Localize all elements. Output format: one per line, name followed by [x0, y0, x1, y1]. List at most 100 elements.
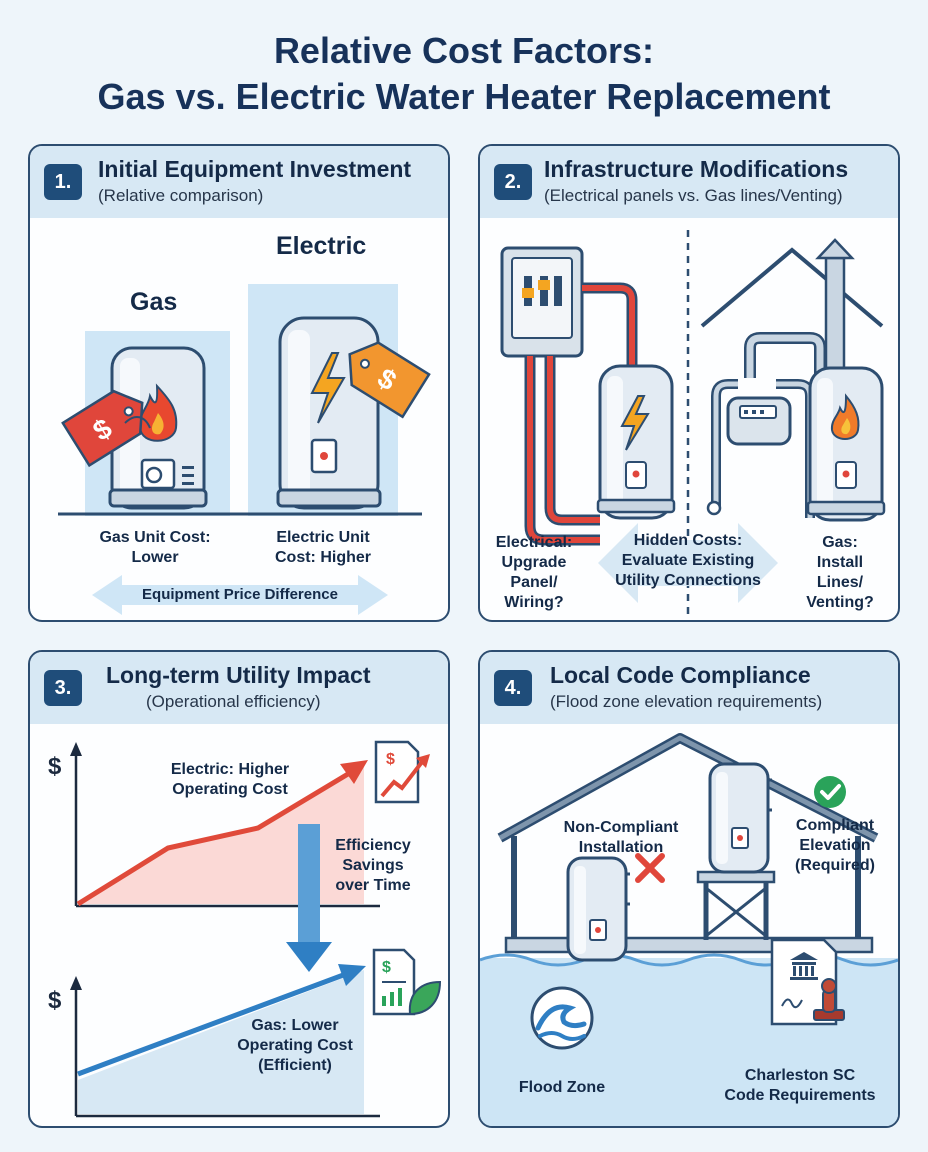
electric-cost-line	[76, 771, 350, 907]
vent-pipe-icon	[815, 238, 855, 370]
electric-cost-line-1: Electric Unit	[276, 529, 370, 546]
panel-title: Initial Equipment Investment	[98, 156, 412, 182]
panel-body: $ $ Gas Electric	[30, 218, 448, 620]
x-mark-icon	[635, 853, 665, 883]
compliant-heater-icon	[708, 762, 772, 874]
savings-line-1: Efficiency	[335, 837, 411, 854]
panel-header: 3. Long-term Utility Impact (Operational…	[30, 652, 448, 724]
electric-higher-cost-label: Electric: Higher Operating Cost	[150, 760, 310, 800]
panel-utility-impact: 3. Long-term Utility Impact (Operational…	[28, 650, 450, 1128]
code-line-2: Code Requirements	[724, 1087, 876, 1104]
electric-cost-line-2: Cost: Higher	[275, 549, 371, 566]
panel-subtitle: (Relative comparison)	[98, 186, 264, 205]
panel-number: 2.	[494, 164, 532, 200]
infrastructure-illustration	[500, 230, 886, 618]
flood-zone-label: Flood Zone	[518, 1079, 606, 1096]
panel-number: 3.	[44, 670, 82, 706]
electric-line-1: Electric: Higher	[170, 761, 290, 778]
electrical-upgrade-label: Electrical: Upgrade Panel/ Wiring?	[484, 533, 584, 613]
compliant-line-2: Elevation	[799, 837, 871, 854]
gas-label: Gas	[130, 288, 178, 316]
electrical-line-1: Electrical:	[495, 534, 573, 551]
hidden-line-3: Utility Connections	[615, 572, 761, 589]
check-mark-icon	[814, 776, 846, 808]
gas-water-heater-icon	[108, 346, 208, 510]
electric-axis-symbol: $	[48, 753, 62, 780]
gas-line-2: Install	[816, 554, 864, 571]
elevated-platform-icon	[696, 870, 776, 940]
gas-water-heater-icon	[806, 366, 886, 522]
code-requirements-label: Charleston SC Code Requirements	[710, 1066, 890, 1106]
page-title: Relative Cost Factors: Gas vs. Electric …	[0, 28, 928, 120]
panel-body: Electrical: Upgrade Panel/ Wiring? Hidde…	[480, 218, 898, 620]
gas-axis-symbol: $	[48, 987, 62, 1014]
panel-header: 2. Infrastructure Modifications (Electri…	[480, 146, 898, 218]
noncompliant-line-2: Installation	[578, 839, 664, 856]
electrical-line-2: Upgrade	[501, 554, 567, 571]
panel-code-compliance: 4. Local Code Compliance (Flood zone ele…	[478, 650, 900, 1128]
panel-subtitle: (Flood zone elevation requirements)	[550, 692, 823, 711]
panel-number: 4.	[494, 670, 532, 706]
approval-stamp-icon	[813, 978, 845, 1021]
gas-line-2: Operating Cost	[237, 1037, 353, 1054]
compliant-line-1: Compliant	[795, 817, 875, 834]
electrical-line-4: Wiring?	[504, 594, 564, 611]
gas-line-1: Gas:	[822, 534, 858, 551]
code-line-1: Charleston SC	[744, 1067, 856, 1084]
panel-subtitle: (Electrical panels vs. Gas lines/Venting…	[544, 186, 843, 205]
electric-water-heater-icon	[276, 316, 382, 510]
electric-cost-label: Electric Unit Cost: Higher	[248, 528, 398, 568]
gas-cost-line-2: Lower	[131, 549, 179, 566]
panel-header: 1. Initial Equipment Investment (Relativ…	[30, 146, 448, 218]
savings-line-2: Savings	[342, 857, 404, 874]
electric-line-2: Operating Cost	[172, 781, 288, 798]
electric-water-heater-icon	[596, 364, 676, 520]
gas-cost-line-1: Gas Unit Cost:	[99, 529, 211, 546]
svg-text:$: $	[382, 959, 391, 976]
gas-cost-area	[78, 970, 364, 1114]
compliant-elevation-label: Compliant Elevation (Required)	[780, 816, 890, 876]
roof-icon	[700, 247, 884, 328]
panel-number: 1.	[44, 164, 82, 200]
rising-bill-icon: $	[374, 740, 430, 804]
non-compliant-label: Non-Compliant Installation	[556, 818, 686, 858]
gas-line-3: Lines/	[816, 574, 864, 591]
panel-equipment-investment: 1. Initial Equipment Investment (Relativ…	[28, 144, 450, 622]
panel-infrastructure: 2. Infrastructure Modifications (Electri…	[478, 144, 900, 622]
electrical-panel-icon	[500, 246, 584, 358]
electric-cost-area	[78, 764, 364, 904]
panel-title: Local Code Compliance	[550, 662, 811, 688]
hidden-line-2: Evaluate Existing	[621, 552, 755, 569]
code-compliance-illustration	[480, 733, 898, 1126]
gas-meter-icon	[726, 396, 792, 446]
gas-line-3: (Efficient)	[258, 1057, 332, 1074]
gas-line-4: Venting?	[806, 594, 874, 611]
savings-line-3: over Time	[335, 877, 411, 894]
efficiency-savings-label: Efficiency Savings over Time	[320, 836, 426, 896]
panel-header: 4. Local Code Compliance (Flood zone ele…	[480, 652, 898, 724]
flood-wave-icon	[530, 986, 594, 1050]
non-compliant-heater-icon	[566, 856, 630, 962]
panel-title: Long-term Utility Impact	[106, 662, 371, 688]
gas-line-1: Gas: Lower	[251, 1017, 339, 1034]
gas-lower-cost-label: Gas: Lower Operating Cost (Efficient)	[220, 1016, 370, 1076]
gas-cost-line	[77, 971, 347, 1077]
gas-cost-label: Gas Unit Cost: Lower	[80, 528, 230, 568]
hidden-costs-arrow	[598, 523, 778, 603]
equipment-illustration: $ $	[58, 284, 431, 615]
panel-body: $ $ $	[30, 724, 448, 1126]
panel-subtitle: (Operational efficiency)	[146, 692, 321, 711]
hidden-costs-label: Hidden Costs: Evaluate Existing Utility …	[608, 531, 768, 591]
electric-label: Electric	[276, 232, 367, 260]
noncompliant-line-1: Non-Compliant	[563, 819, 679, 836]
compliant-line-3: (Required)	[795, 857, 875, 874]
panel-body: Non-Compliant Installation Compliant Ele…	[480, 724, 898, 1126]
title-line-1: Relative Cost Factors:	[273, 30, 655, 71]
price-difference-arrow	[92, 575, 388, 615]
gas-install-label: Gas: Install Lines/ Venting?	[790, 533, 890, 613]
utility-impact-illustration: $ $ $	[48, 740, 442, 1118]
efficiency-savings-arrow	[286, 824, 332, 972]
panel-title: Infrastructure Modifications	[544, 156, 849, 182]
electrical-line-3: Panel/	[510, 574, 558, 591]
efficient-bill-icon: $	[372, 948, 442, 1016]
